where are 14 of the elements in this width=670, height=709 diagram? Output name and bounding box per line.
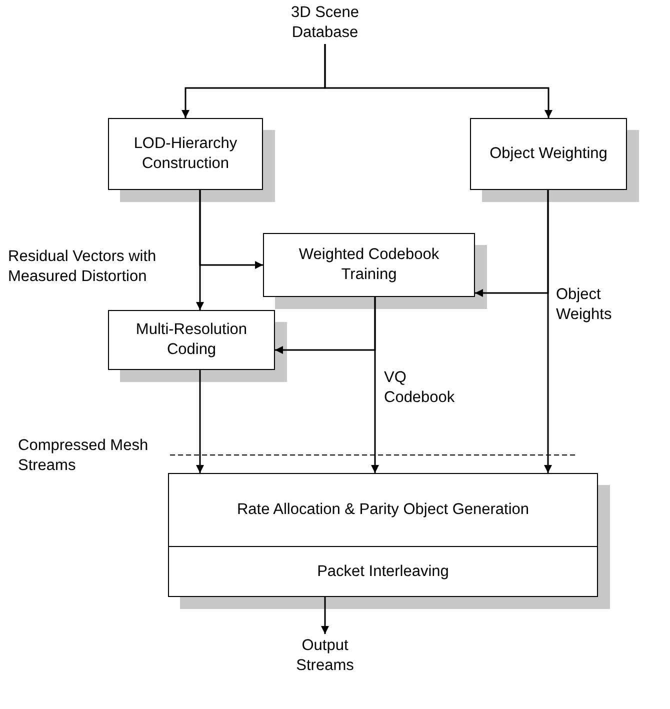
node-label: Rate Allocation & Parity Object Generation: [236, 500, 530, 520]
node-label: LOD-Hierarchy Construction: [132, 134, 238, 174]
arrow: [324, 44, 552, 118]
arrow: [196, 370, 204, 473]
arrow: [371, 297, 379, 473]
node-label: Weighted Codebook Training: [298, 244, 440, 285]
node-label: Object Weighting: [488, 144, 608, 164]
node-label: Multi-Resolution Coding: [134, 320, 248, 360]
arrow: [321, 597, 329, 634]
arrow: [199, 190, 263, 269]
node-label: 3D Scene Database: [290, 2, 360, 43]
node-label: Output Streams: [295, 636, 355, 676]
arrow: [544, 190, 552, 473]
node-label: Packet Interleaving: [316, 562, 450, 582]
